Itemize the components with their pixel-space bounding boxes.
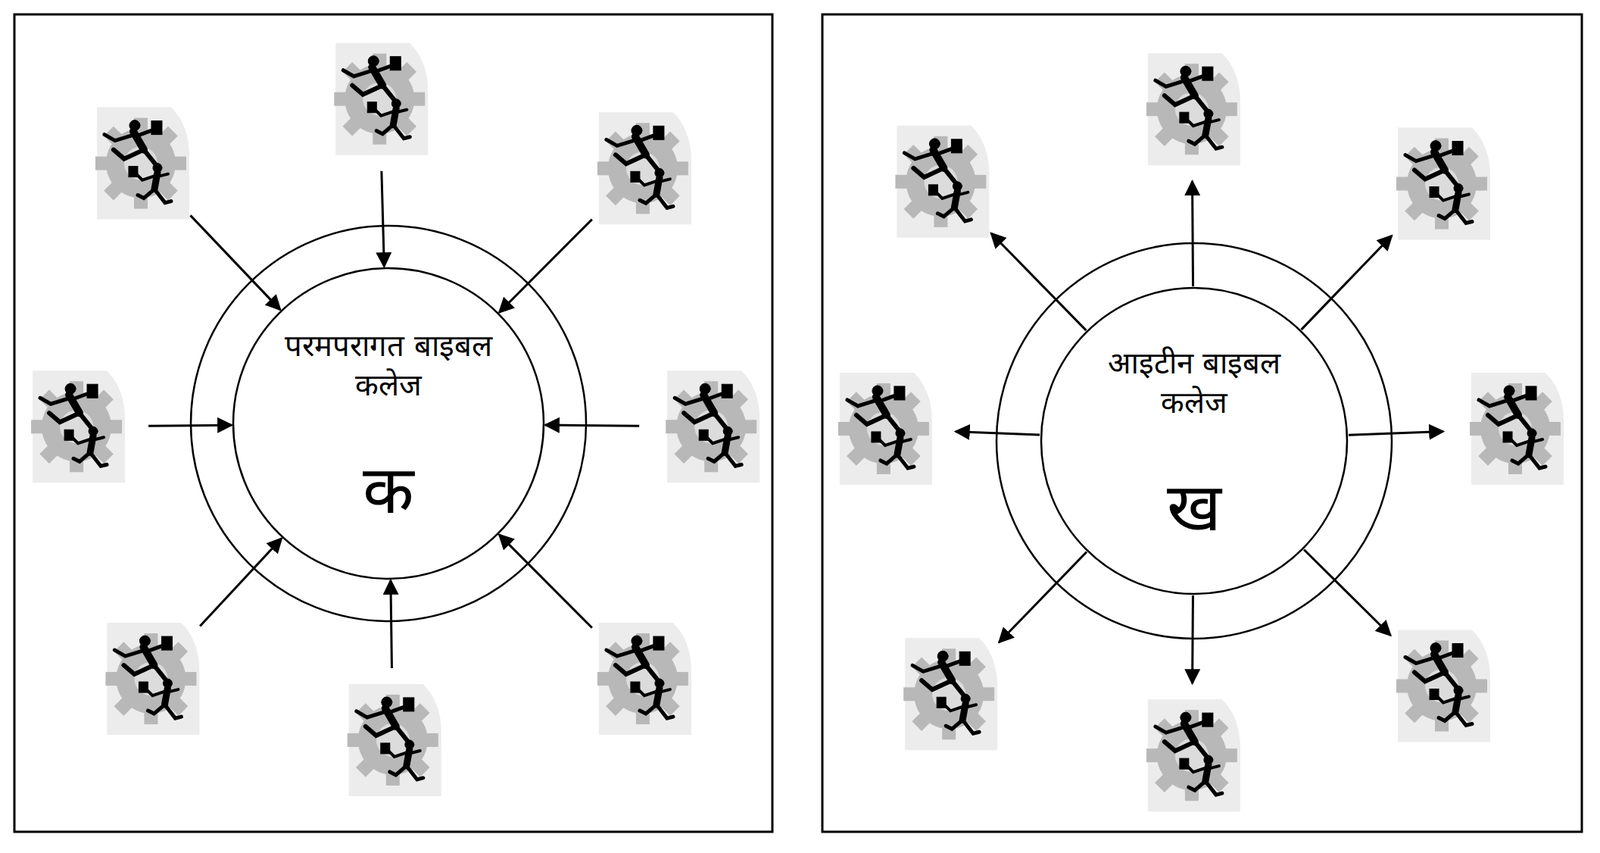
panel-frame <box>822 14 1582 832</box>
businessman-icon <box>597 112 692 225</box>
panel-letter: क <box>189 453 588 528</box>
panel-letter: ख <box>994 470 1394 545</box>
businessman-icon <box>1396 630 1491 743</box>
businessman-icon <box>665 370 760 483</box>
double-ring <box>994 241 1394 640</box>
businessman-icon <box>903 637 998 750</box>
businessman-icon <box>1396 127 1491 241</box>
college-name: आइटीन बाइबल कलेज <box>1076 343 1312 422</box>
flow-arrow <box>390 580 393 668</box>
businessman-icon <box>1146 53 1241 166</box>
businessman-icon <box>597 622 692 735</box>
flow-arrow <box>1348 431 1444 436</box>
flow-arrow <box>381 171 384 267</box>
flow-arrow <box>991 233 1087 331</box>
businessman-icon <box>838 372 933 485</box>
flow-arrow <box>499 219 593 313</box>
businessman-icon <box>1146 698 1241 811</box>
double-ring <box>189 224 588 623</box>
flow-arrow <box>190 215 281 310</box>
businessman-icon <box>347 683 442 796</box>
flow-arrow <box>499 534 593 628</box>
businessman-icon <box>95 107 190 220</box>
businessman-icon <box>31 370 125 483</box>
flow-arrow <box>1303 548 1391 635</box>
businessman-icon <box>895 125 989 238</box>
panel-frame <box>14 14 773 832</box>
college-name: परमपरागत बाइबल कलेज <box>271 325 506 405</box>
college-circle: आइटीन बाइबल कलेज ख <box>994 241 1394 640</box>
businessman-icon <box>1469 372 1564 485</box>
flow-arrow <box>545 424 640 426</box>
flow-arrow <box>1191 180 1195 287</box>
businessman-icon <box>105 622 200 735</box>
businessman-icon <box>333 43 428 156</box>
college-circle: परमपरागत बाइबल कलेज क <box>189 224 588 623</box>
